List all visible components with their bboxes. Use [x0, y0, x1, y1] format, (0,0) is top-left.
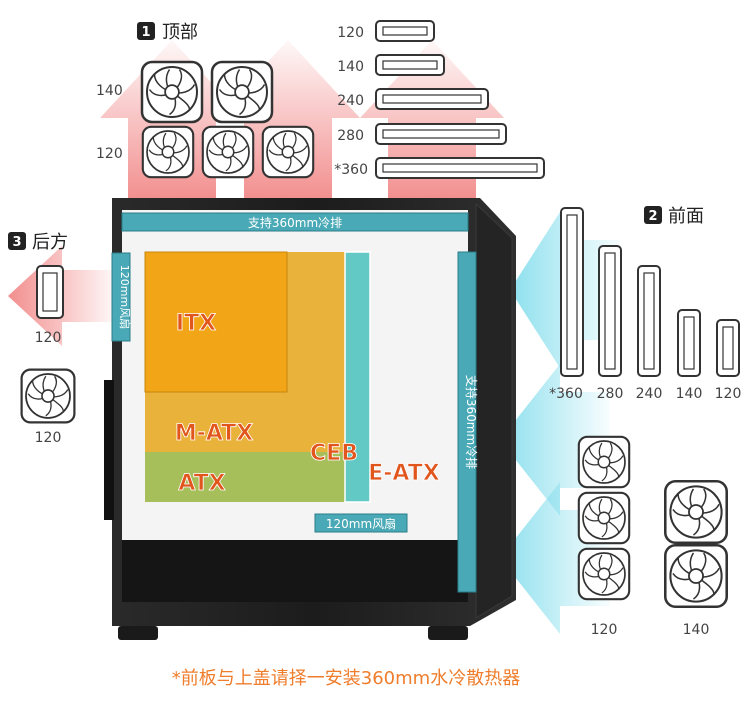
top-radiators: 120 140 240 280 *360 — [334, 20, 545, 179]
rear-radiator-size: 120 — [35, 330, 62, 346]
case-foot-right — [428, 626, 468, 640]
fan-icon — [201, 125, 255, 179]
ceb-label: CEB — [310, 441, 358, 466]
radiator-icon — [375, 20, 435, 42]
fan-icon — [210, 60, 274, 124]
eatx-label: E-ATX — [368, 461, 439, 486]
radiator-core — [683, 316, 695, 370]
top-radiator-size-label: 240 — [337, 93, 364, 109]
radiator-core — [382, 60, 438, 70]
rear-components: 120 120 — [20, 265, 76, 446]
radiator-icon — [375, 123, 507, 145]
front-radiators: *360 280 240 140 120 — [549, 207, 742, 402]
front-radiator-mount — [457, 251, 477, 593]
psu-fan-mount — [314, 513, 408, 533]
fan-icon — [577, 547, 631, 601]
radiator-icon — [716, 319, 740, 377]
front-radiator-mount-label: 支持360mm冷排 — [464, 375, 479, 469]
rear-slots — [104, 380, 114, 520]
top-fan-row1-size: 140 — [96, 83, 123, 99]
rear-section-heading: 3 后方 — [8, 232, 68, 253]
rear-fan-mount — [111, 252, 131, 342]
top-badge-number: 1 — [141, 25, 150, 40]
rear-badge-number: 3 — [12, 235, 21, 250]
front-panel — [475, 202, 513, 619]
fan-icon — [141, 125, 195, 179]
radiator-icon — [598, 245, 622, 377]
top-section-heading: 1 顶部 — [137, 22, 198, 43]
rear-fan-mount-label: 120mm风扇 — [118, 265, 132, 329]
radiator-icon — [375, 157, 545, 179]
matx-label: M-ATX — [175, 421, 253, 446]
fan-icon — [577, 435, 631, 489]
itx-label: ITX — [176, 311, 216, 336]
rear-section-title: 后方 — [32, 232, 68, 253]
top-radiator-size-label: 280 — [337, 128, 364, 144]
top-radiator-size-label: 140 — [337, 59, 364, 75]
front-fans: 120 140 — [577, 435, 728, 638]
psu-fan-mount-label: 120mm风扇 — [326, 516, 396, 531]
top-radiator-size-label: *360 — [334, 162, 368, 178]
fan-icon — [577, 491, 631, 545]
radiator-core — [382, 94, 482, 104]
front-radiator-size-label: 140 — [676, 386, 703, 402]
radiator-icon — [36, 265, 64, 319]
front-badge — [644, 206, 662, 224]
top-radiator-mount — [121, 212, 469, 232]
fan-icon — [664, 544, 728, 608]
radiator-core — [604, 252, 616, 370]
radiator-icon — [375, 54, 445, 76]
radiator-core — [382, 163, 538, 173]
eatx-edge — [344, 251, 371, 503]
top-badge — [137, 22, 155, 40]
front-section-heading: 2 前面 — [644, 206, 704, 227]
fan-icon — [20, 368, 76, 424]
top-section-title: 顶部 — [162, 22, 198, 43]
radiator-icon — [637, 265, 661, 377]
front-radiator-size-label: 240 — [636, 386, 663, 402]
top-radiator-size-label: 120 — [337, 25, 364, 41]
fan-icon — [140, 60, 204, 124]
itx-area — [144, 251, 288, 393]
front-badge-number: 2 — [648, 209, 657, 224]
pc-case: ITX M-ATX ATX CEB E-ATX 支持360mm冷排 120mm风… — [104, 198, 516, 640]
psu-shroud — [122, 540, 468, 602]
radiator-core — [382, 129, 500, 139]
front-fan-small-size: 120 — [591, 622, 618, 638]
radiator-core — [643, 272, 655, 370]
radiator-core — [722, 326, 734, 370]
front-radiator-size-label: 280 — [597, 386, 624, 402]
radiator-icon — [677, 309, 701, 377]
radiator-icon — [375, 88, 489, 110]
radiator-icon — [560, 207, 584, 377]
top-fan-row2-size: 120 — [96, 146, 123, 162]
case-foot-left — [118, 626, 158, 640]
fan-icon — [664, 479, 728, 544]
top-radiator-mount-label: 支持360mm冷排 — [248, 215, 342, 230]
radiator-core — [566, 214, 578, 370]
fan-icon — [261, 125, 315, 179]
footnote-text: *前板与上盖请择一安装360mm水冷散热器 — [172, 668, 520, 689]
top-fans: 140 120 — [96, 60, 315, 179]
rear-badge — [8, 232, 26, 250]
radiator-core — [42, 272, 58, 312]
radiator-core — [382, 26, 428, 36]
front-radiator-size-label: 120 — [715, 386, 742, 402]
front-section-title: 前面 — [668, 206, 704, 227]
front-radiator-size-label: *360 — [549, 386, 583, 402]
front-fan-large-size: 140 — [683, 622, 710, 638]
atx-label: ATX — [178, 471, 225, 496]
rear-fan-size: 120 — [35, 430, 62, 446]
